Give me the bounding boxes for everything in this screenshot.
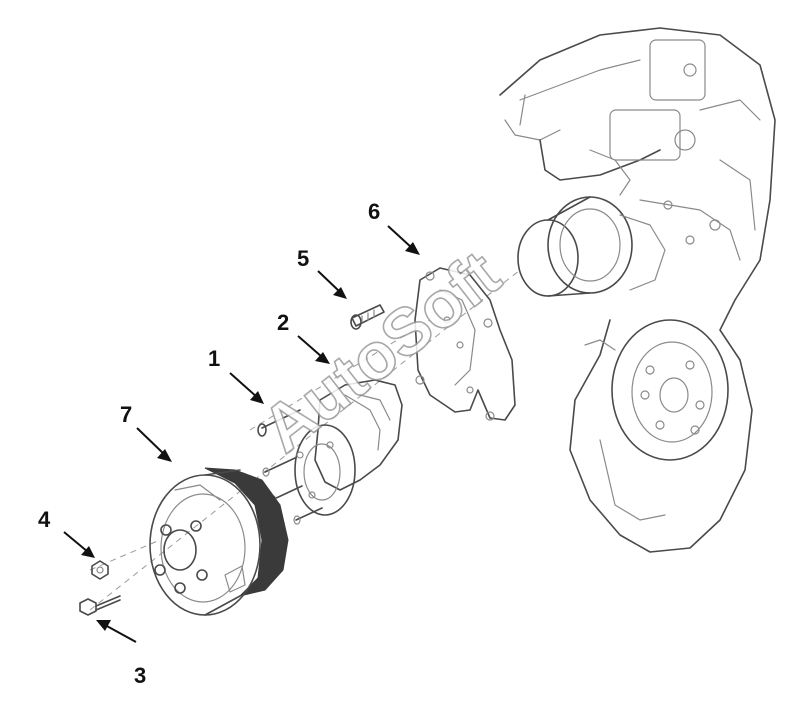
part-2-water-pump — [262, 379, 403, 525]
part-1-stud — [257, 409, 301, 437]
part-6-housing — [414, 267, 516, 421]
stud-axis-line — [249, 319, 431, 431]
part-4-nut — [91, 560, 109, 580]
callout-label-6: 6 — [368, 199, 380, 224]
pulley-hub-icon — [163, 529, 197, 571]
callout-label-7: 7 — [120, 402, 132, 427]
callout-arrows — [63, 225, 420, 643]
callout-label-5: 5 — [297, 246, 309, 271]
part-7-pulley — [149, 467, 289, 616]
callout-label-4: 4 — [38, 507, 51, 532]
callout-label-2: 2 — [277, 310, 289, 335]
part-3-bolt — [79, 595, 121, 616]
callout-label-1: 1 — [208, 346, 220, 371]
part-5-bolt — [350, 304, 385, 330]
pulley-belt-groove — [204, 467, 289, 597]
bolt-axis-line — [89, 539, 161, 571]
watermark-text: AutoSoft — [248, 236, 513, 466]
engine-block — [499, 27, 776, 553]
crankshaft-pulley-icon — [611, 319, 729, 461]
pump-housing-opening-icon — [517, 196, 666, 297]
callout-label-3: 3 — [134, 663, 146, 688]
